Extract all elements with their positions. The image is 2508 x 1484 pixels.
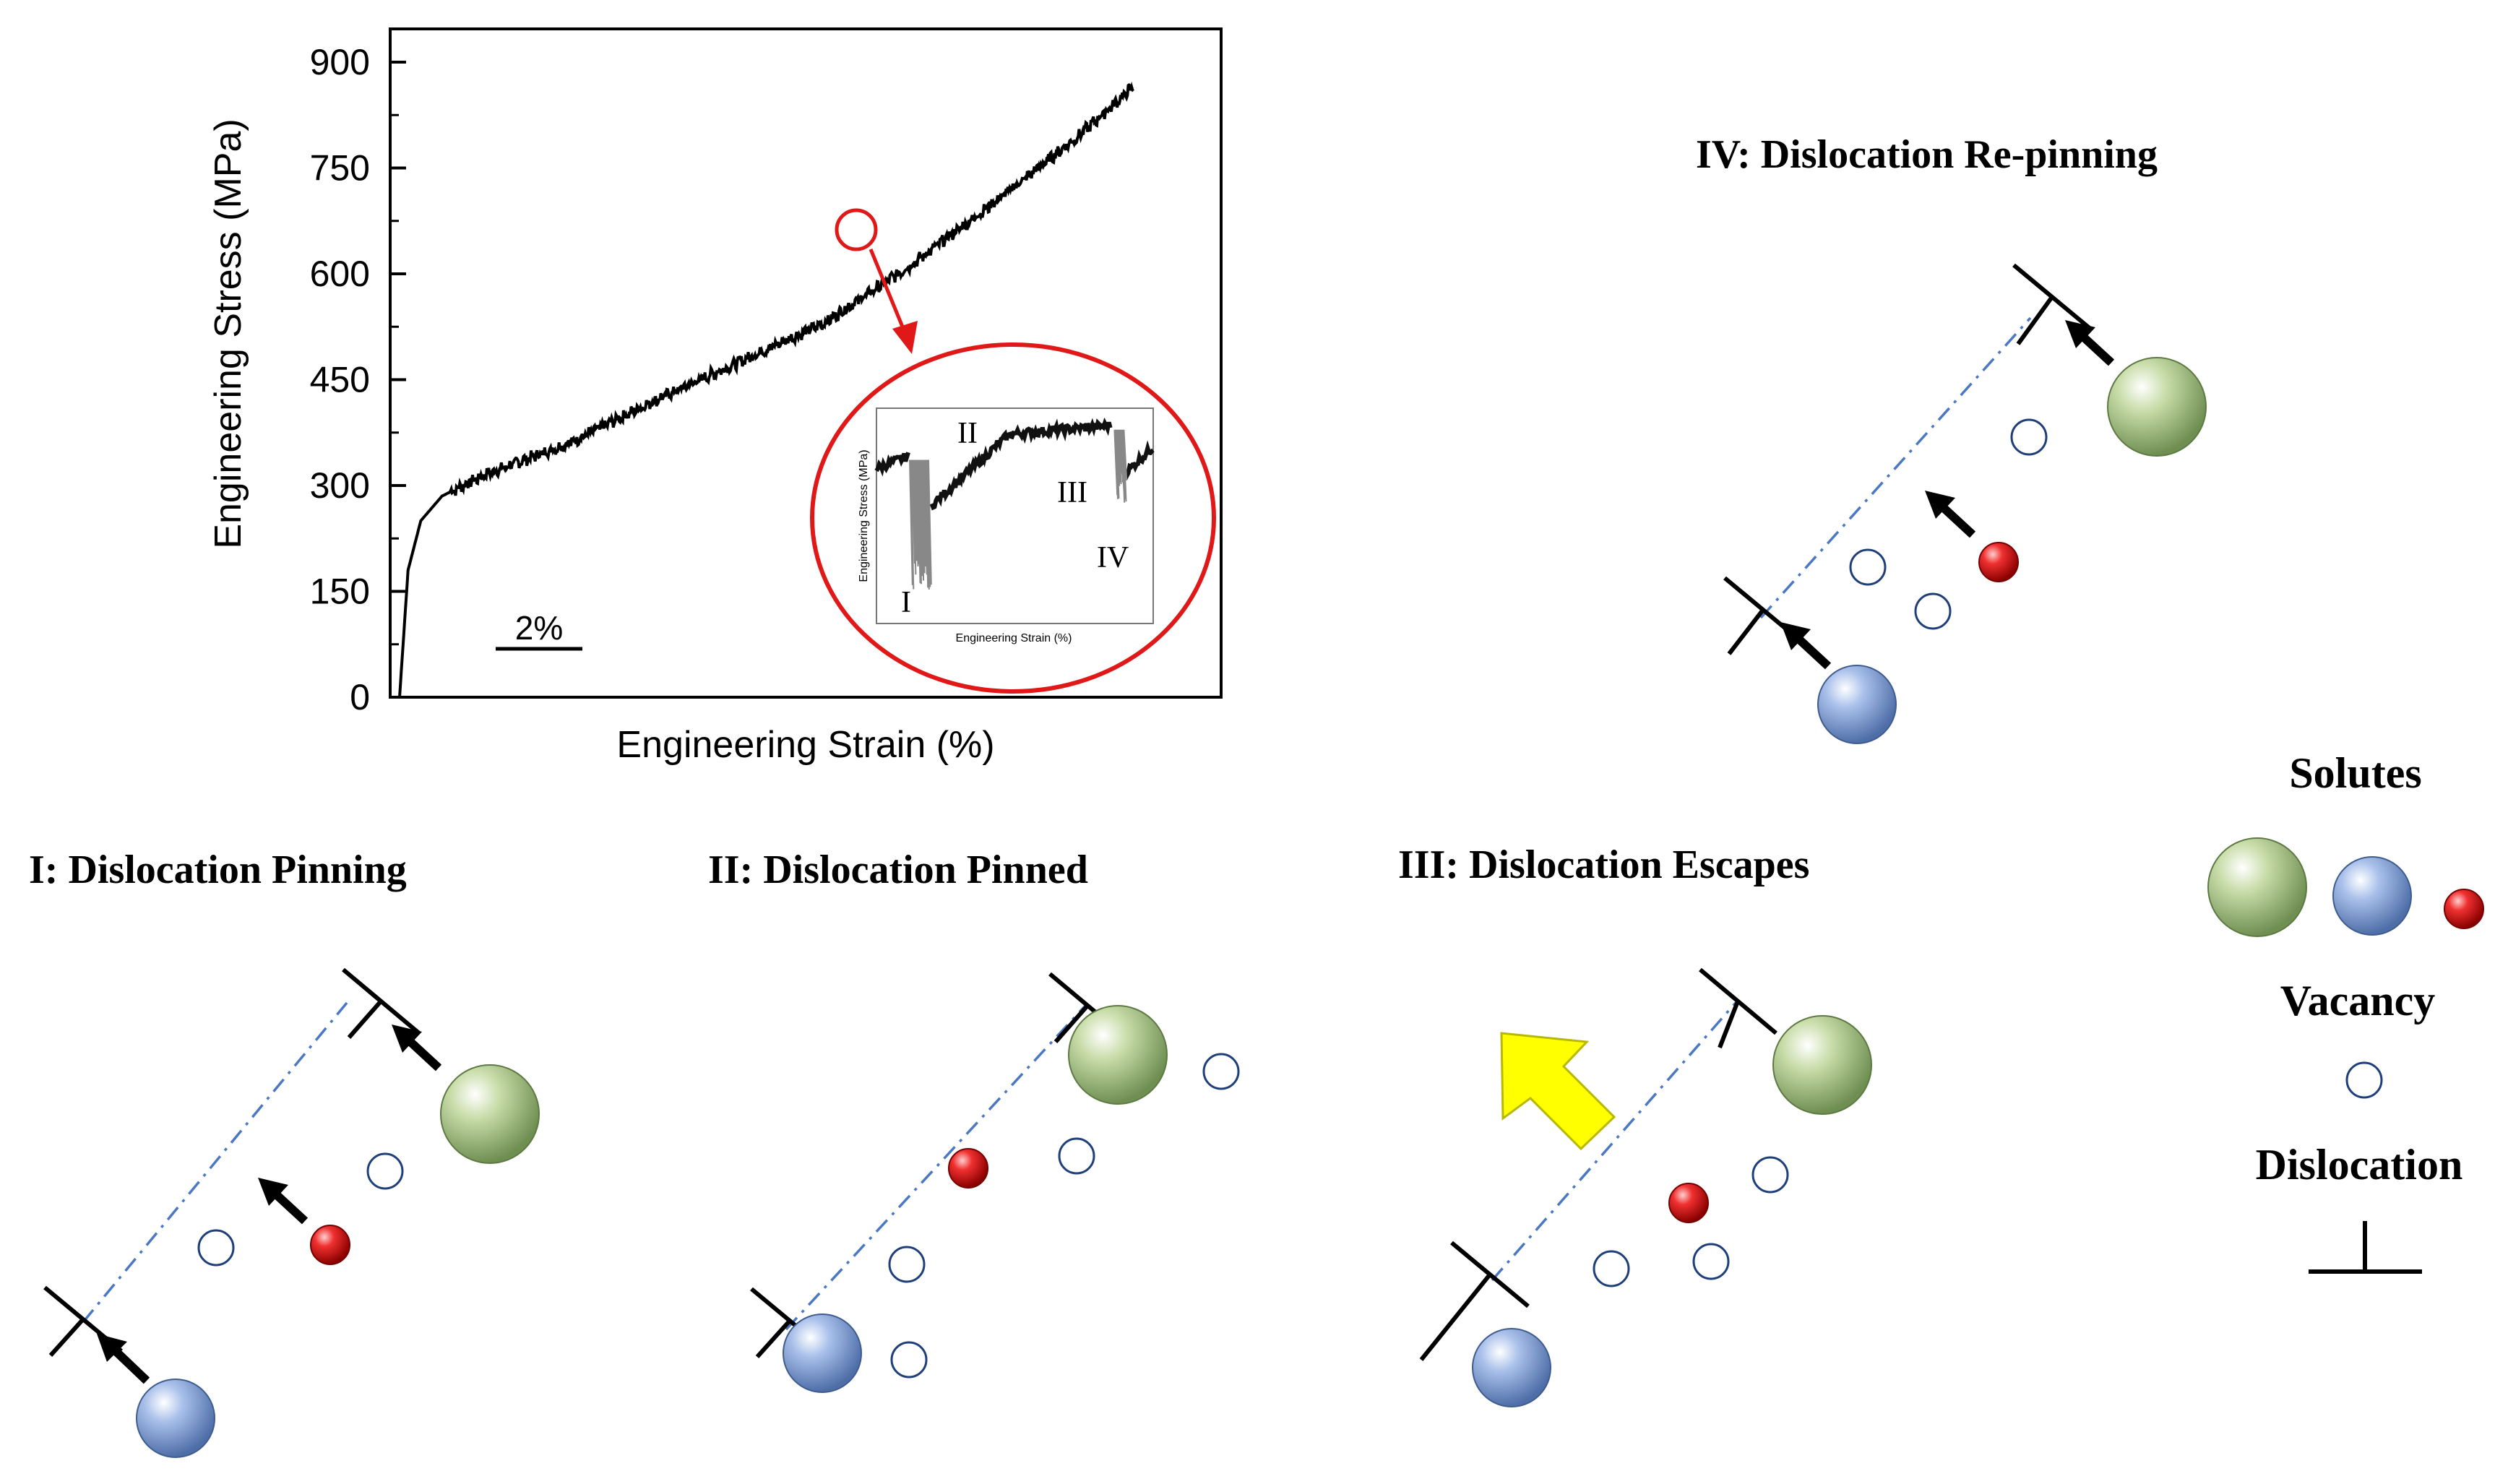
legend-green-solute — [2207, 837, 2307, 937]
y-tick-label: 600 — [310, 254, 370, 294]
vacancy — [1751, 1156, 1789, 1194]
blue-solute — [783, 1313, 862, 1393]
vacancy — [890, 1341, 928, 1379]
stress-strain-curve — [398, 81, 1134, 698]
glide-plane-line — [1759, 316, 2032, 619]
motion-arrow — [392, 1024, 442, 1071]
scale-bar-label: 2% — [515, 609, 563, 647]
vacancy — [366, 1152, 404, 1190]
legend-dislocation-symbol — [2309, 1221, 2422, 1274]
blue-solute — [1472, 1328, 1551, 1407]
glide-plane-line — [1491, 1001, 1737, 1282]
y-tick-label: 450 — [310, 360, 370, 400]
motion-arrow — [1925, 491, 1976, 538]
inset-stage-label-iv: IV — [1097, 541, 1129, 574]
dislocation-symbol — [1419, 1241, 1530, 1361]
red-solute — [1668, 1183, 1709, 1223]
inset-curve — [874, 417, 1155, 511]
vacancy — [197, 1229, 235, 1267]
dislocation-symbol — [2012, 263, 2092, 345]
vacancy — [2010, 418, 2048, 456]
legend: Solutes Vacancy Dislocation — [2207, 749, 2484, 1274]
panel-dislocation-pinning: I: Dislocation Pinning — [29, 847, 540, 1458]
inset-y-axis-label: Engineering Stress (MPa) — [858, 449, 870, 582]
legend-blue-solute — [2332, 856, 2412, 936]
inset-stage-label-iii: III — [1057, 476, 1087, 509]
y-tick-label: 150 — [310, 571, 370, 612]
panel-title-i: I: Dislocation Pinning — [29, 847, 407, 892]
panel-dislocation-escapes: III: Dislocation Escapes — [1398, 842, 1872, 1407]
glide-plane-line — [82, 1001, 348, 1324]
y-tick-label: 750 — [310, 148, 370, 189]
vacancy — [1058, 1137, 1095, 1175]
zoom-arrow-shaft — [869, 249, 908, 335]
zoom-arrow-head — [892, 321, 918, 354]
red-solute — [948, 1148, 988, 1189]
red-solute — [1978, 542, 2019, 582]
glide-plane-line — [785, 1004, 1087, 1331]
green-solute — [1068, 1005, 1168, 1105]
y-tick-label: 900 — [310, 42, 370, 82]
panel-title-iii: III: Dislocation Escapes — [1398, 842, 1809, 887]
legend-vacancy — [2345, 1061, 2383, 1099]
vacancy — [888, 1246, 926, 1283]
panel-title-iv: IV: Dislocation Re-pinning — [1696, 132, 2158, 177]
legend-vacancy-label: Vacancy — [2280, 977, 2435, 1024]
legend-dislocation-label: Dislocation — [2256, 1141, 2463, 1189]
stress-strain-chart: 0 150 300 450 600 750 900 Engineering Stress (… — [207, 27, 1223, 766]
motion-arrow — [2065, 320, 2115, 366]
dislocation-symbol — [1699, 967, 1777, 1049]
vacancy — [1692, 1243, 1730, 1280]
red-solute — [310, 1225, 350, 1265]
vacancy — [1849, 548, 1887, 586]
green-solute — [1772, 1015, 1872, 1115]
green-solute — [440, 1064, 540, 1164]
blue-solute — [1817, 665, 1897, 744]
inset-stage-label-ii: II — [957, 417, 978, 450]
vacancy — [1202, 1053, 1240, 1090]
green-solute — [2107, 357, 2207, 457]
y-axis-label: Engineering Stress (MPa) — [207, 118, 249, 548]
y-tick-label: 0 — [350, 677, 370, 717]
vacancy — [1914, 592, 1952, 630]
x-axis-label: Engineering Strain (%) — [616, 724, 994, 766]
motion-arrow — [97, 1334, 150, 1384]
panel-dislocation-pinned: II: Dislocation Pinned — [708, 847, 1240, 1393]
motion-arrow — [258, 1178, 309, 1225]
y-tick-label: 300 — [310, 465, 370, 506]
dislocation-symbol — [342, 967, 421, 1039]
blue-solute — [136, 1379, 215, 1458]
inset-x-axis-label: Engineering Strain (%) — [956, 632, 1072, 644]
motion-arrow — [1780, 622, 1832, 670]
legend-solutes-label: Solutes — [2289, 749, 2421, 797]
vacancy — [1593, 1250, 1630, 1287]
highlight-circle — [835, 208, 878, 251]
panel-title-ii: II: Dislocation Pinned — [708, 847, 1088, 892]
panel-dislocation-repinning: IV: Dislocation Re-pinning — [1696, 132, 2207, 744]
escape-arrow — [1500, 1032, 1616, 1151]
inset-stage-label-i: I — [901, 586, 911, 619]
inset-stress-drops — [909, 429, 1128, 590]
y-axis-ticks: 0 150 300 450 600 750 900 — [310, 42, 406, 717]
legend-red-solute — [2444, 889, 2484, 929]
